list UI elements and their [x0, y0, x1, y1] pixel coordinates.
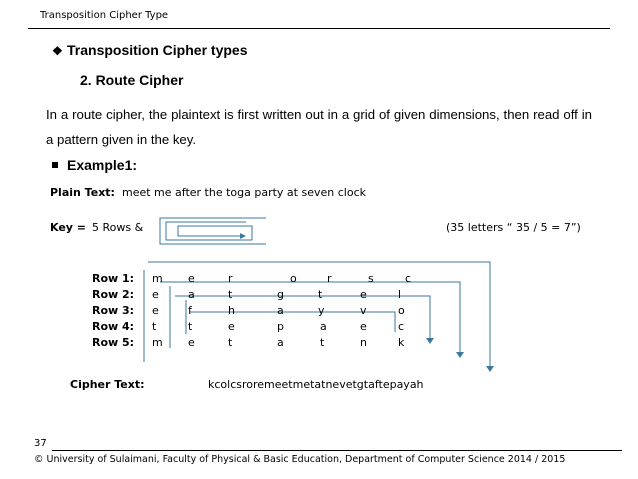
grid-cell: c	[405, 272, 412, 285]
grid-cell: t	[228, 288, 233, 301]
page-number: 37	[34, 438, 47, 449]
grid-cell: g	[277, 288, 284, 301]
example-heading-text: Example1:	[67, 157, 138, 173]
grid-cell: a	[320, 320, 327, 333]
grid-cell: e	[188, 336, 195, 349]
grid-cell: n	[360, 336, 367, 349]
grid-cell: a	[277, 336, 284, 349]
spiral-route-key-icon	[159, 217, 266, 245]
grid-cell: y	[318, 304, 325, 317]
grid-row-label: Row 5:	[92, 336, 135, 349]
grid-cell: k	[398, 336, 405, 349]
grid-cell: a	[277, 304, 284, 317]
footer-institution: © University of Sulaimani, Faculty of Ph…	[34, 454, 566, 465]
example-heading: Example1:	[52, 157, 137, 173]
grid-row-label: Row 3:	[92, 304, 135, 317]
grid-cell: m	[152, 272, 163, 285]
cipher-text-value: kcolcsroremeetmetatnevetgtaftepayah	[208, 378, 424, 391]
grid-cell: e	[360, 288, 367, 301]
grid-cell: t	[318, 288, 323, 301]
grid-cell: f	[188, 304, 192, 317]
description-paragraph: In a route cipher, the plaintext is firs…	[46, 107, 592, 147]
grid-cell: o	[398, 304, 405, 317]
grid-cell: m	[152, 336, 163, 349]
grid-cell: r	[327, 272, 332, 285]
grid-cell: e	[152, 304, 159, 317]
grid-cell: r	[228, 272, 233, 285]
grid-row-label: Row 1:	[92, 272, 135, 285]
grid-cell: l	[398, 288, 402, 301]
grid-cell: p	[277, 320, 284, 333]
grid-cell: e	[360, 320, 367, 333]
grid-cell: e	[152, 288, 159, 301]
grid-cell: v	[360, 304, 367, 317]
grid-cell: s	[368, 272, 374, 285]
plain-text-label: Plain Text:	[50, 186, 115, 199]
route-cipher-subheading: 2. Route Cipher	[80, 72, 184, 88]
grid-cell: a	[188, 288, 195, 301]
grid-cell: t	[228, 336, 233, 349]
grid-cell: t	[188, 320, 193, 333]
page-header-title: Transposition Cipher Type	[40, 10, 169, 21]
header-divider	[28, 28, 610, 29]
square-bullet-icon	[52, 162, 58, 168]
diamond-bullet-icon: ❖	[52, 44, 63, 58]
section-heading-text: Transposition Cipher types	[67, 42, 248, 58]
grid-cell: e	[188, 272, 195, 285]
footer-divider	[52, 450, 622, 451]
grid-cell: o	[290, 272, 297, 285]
grid-cell: c	[398, 320, 405, 333]
grid-row-label: Row 4:	[92, 320, 135, 333]
plain-text-value: meet me after the toga party at seven cl…	[122, 186, 366, 199]
key-value: 5 Rows &	[92, 221, 144, 234]
grid-cell: t	[320, 336, 325, 349]
letter-count-note: (35 letters “ 35 / 5 = 7”)	[446, 221, 581, 234]
section-heading: ❖ Transposition Cipher types	[52, 42, 247, 58]
grid-cell: e	[228, 320, 235, 333]
key-label: Key =	[50, 221, 87, 234]
cipher-text-label: Cipher Text:	[70, 378, 145, 391]
grid-cell: t	[152, 320, 157, 333]
grid-row-label: Row 2:	[92, 288, 135, 301]
grid-cell: h	[228, 304, 235, 317]
